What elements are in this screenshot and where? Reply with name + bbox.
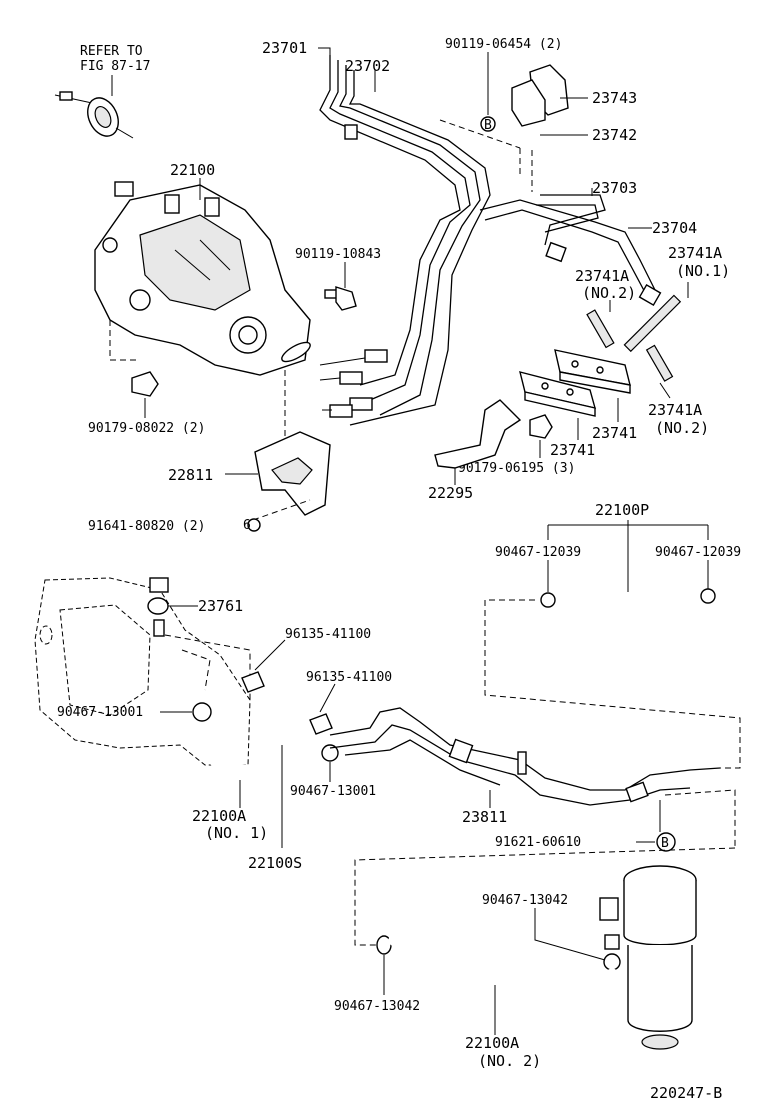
label-23741A-no2-right-sub: (NO.2) — [655, 419, 709, 437]
marker-b-top-text: B — [484, 118, 492, 133]
hose-22100A-no2-drawing — [388, 933, 619, 1039]
washer-91641-80820 — [247, 518, 261, 532]
label-23811: 23811 — [462, 808, 507, 826]
label-90179-06195: 90179-06195 (3) — [458, 461, 575, 476]
label-23741A-no2-right: 23741A — [648, 401, 702, 419]
label-90467-12039-left: 90467-12039 — [495, 545, 581, 560]
bracket-22295-drawing — [434, 399, 522, 485]
label-90467-13001-right: 90467-13001 — [290, 784, 376, 799]
label-22295: 22295 — [428, 484, 473, 502]
label-90467-13042-right: 90467-13042 — [482, 893, 568, 908]
label-90467-13042-left: 90467-13042 — [334, 999, 420, 1014]
label-22100A-no1-sub: (NO. 1) — [205, 824, 268, 842]
label-23741A-no2-sub: (NO.2) — [582, 284, 636, 302]
label-23742: 23742 — [592, 126, 637, 144]
clamps-23741-drawing — [519, 349, 631, 440]
reference-valve-drawing — [54, 75, 134, 139]
diagram-code: 220247-B — [650, 1084, 722, 1102]
nut-90179-08022-drawing — [131, 371, 159, 418]
label-90179-08022: 90179-08022 (2) — [88, 421, 205, 436]
marker-b-bottom — [656, 832, 676, 852]
label-91621-60610: 91621-60610 — [495, 835, 581, 850]
label-90467-13001-left: 90467-13001 — [57, 705, 143, 720]
bolt-90119-10843-drawing — [324, 262, 357, 311]
label-96135-41100-a: 96135-41100 — [285, 627, 371, 642]
grommets-23741A-drawing — [586, 282, 689, 399]
label-22100S: 22100S — [248, 854, 302, 872]
injection-pipes-drawing — [319, 55, 491, 426]
clamp-23743-drawing — [439, 64, 588, 192]
label-refer-fig: FIG 87-17 — [80, 59, 150, 74]
label-23743: 23743 — [592, 89, 637, 107]
clamp-96135-41100-a — [241, 671, 265, 693]
label-23741A-no1-sub: (NO.1) — [676, 262, 730, 280]
bracket-22811-drawing — [252, 431, 331, 521]
marker-6: 6 — [243, 518, 251, 533]
label-23741A-no2: 23741A — [575, 267, 629, 285]
clamp-96135-41100-b — [309, 713, 333, 735]
label-23741A-no1: 23741A — [668, 244, 722, 262]
hose-22100S-drawing — [255, 698, 312, 848]
fuel-filter-drawing — [599, 865, 697, 1050]
marker-b-top — [480, 116, 496, 132]
label-23761: 23761 — [198, 597, 243, 615]
label-22811: 22811 — [168, 466, 213, 484]
clamp-90467-13042-right — [603, 953, 621, 971]
label-90119-10843: 90119-10843 — [295, 247, 381, 262]
label-91641-80820: 91641-80820 (2) — [88, 519, 205, 534]
label-22100A-no1: 22100A — [192, 807, 246, 825]
label-23703: 23703 — [592, 179, 637, 197]
label-22100: 22100 — [170, 161, 215, 179]
label-22100A-no2-sub: (NO. 2) — [478, 1052, 541, 1070]
label-refer-to: REFER TO — [80, 44, 143, 59]
label-23741-a: 23741 — [550, 441, 595, 459]
marker-b-bottom-text: B — [661, 836, 669, 851]
hose-22100A-no1-drawing — [198, 728, 317, 808]
label-96135-41100-b: 96135-41100 — [306, 670, 392, 685]
hose-22100P-drawing — [540, 584, 716, 608]
label-23701: 23701 — [262, 39, 307, 57]
clamp-90467-13001-left — [192, 702, 212, 722]
union-23761-drawing — [147, 577, 251, 700]
fuel-pipe-23811-drawing — [329, 707, 736, 848]
label-23702: 23702 — [345, 57, 390, 75]
label-23741-b: 23741 — [592, 424, 637, 442]
label-22100P: 22100P — [595, 501, 649, 519]
label-90467-12039-right: 90467-12039 — [655, 545, 741, 560]
injection-pump-drawing — [94, 181, 311, 440]
pipes-23703-23704-drawing — [479, 188, 662, 307]
label-22100A-no2: 22100A — [465, 1034, 519, 1052]
label-23704: 23704 — [652, 219, 697, 237]
clamp-90467-13001-right — [321, 744, 339, 762]
label-90119-06454: 90119-06454 (2) — [445, 37, 562, 52]
nut-90179-06195 — [529, 414, 553, 439]
